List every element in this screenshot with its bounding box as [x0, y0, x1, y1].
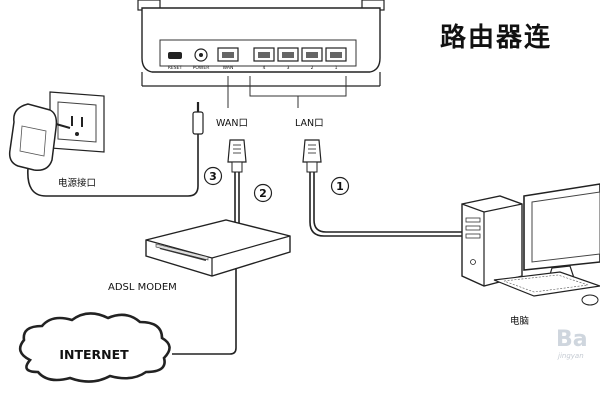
- wan-cable: [234, 172, 240, 226]
- port-label-1: 1: [335, 65, 338, 71]
- power-cable: [27, 132, 199, 197]
- power-plug-icon: [192, 102, 204, 135]
- lan-port-4-icon: [253, 47, 275, 62]
- step-number-2: 2: [259, 187, 267, 200]
- power-outlet-icon: [49, 91, 105, 153]
- port-label-4: 4: [263, 65, 266, 71]
- power-port-label: 电源接口: [58, 177, 96, 189]
- port-label-reset: RESET: [168, 65, 183, 71]
- reset-button-icon: [168, 52, 182, 59]
- computer-monitor-icon: [523, 183, 600, 282]
- lan-port-3-icon: [277, 47, 299, 62]
- step-number-3: 3: [209, 170, 217, 183]
- port-label-3: 3: [287, 65, 290, 71]
- router-rear-panel: RESET POWER WAN 4 3 2 1: [137, 0, 385, 87]
- diagram-title: 路由器连: [440, 22, 552, 53]
- lan-port-2-icon: [301, 47, 323, 62]
- watermark-sub: jingyan: [557, 352, 584, 360]
- lan-port-callout: LAN口: [295, 118, 324, 129]
- power-jack-icon: [194, 48, 208, 62]
- port-label-2: 2: [311, 65, 314, 71]
- wan-port-callout: WAN口: [216, 118, 248, 129]
- computer-mouse-icon: [581, 294, 599, 306]
- lan-rj45-plug-icon: [302, 139, 322, 173]
- internet-cloud-icon: [18, 312, 171, 383]
- port-label-power: POWER: [193, 65, 210, 71]
- port-label-wan: WAN: [223, 65, 234, 71]
- computer-label: 电脑: [510, 315, 529, 327]
- step-marker-1: 1: [330, 176, 350, 196]
- internet-label: INTERNET: [59, 347, 129, 362]
- adsl-modem-label: ADSL MODEM: [108, 282, 177, 293]
- phone-line-cable: [172, 268, 237, 355]
- lan-cable: [309, 172, 462, 237]
- watermark-logo: Ba: [556, 327, 588, 352]
- adsl-modem-icon: [145, 219, 291, 277]
- computer-tower-icon: [461, 195, 523, 287]
- lan-port-1-icon: [325, 47, 347, 62]
- step-marker-3: 3: [203, 166, 223, 186]
- wan-port-icon: [217, 47, 239, 62]
- step-number-1: 1: [336, 180, 344, 193]
- computer-keyboard-icon: [493, 271, 600, 297]
- wan-rj45-plug-icon: [227, 139, 247, 173]
- step-marker-2: 2: [253, 183, 273, 203]
- power-adapter-icon: [8, 103, 71, 172]
- port-callout-lines: [227, 76, 347, 108]
